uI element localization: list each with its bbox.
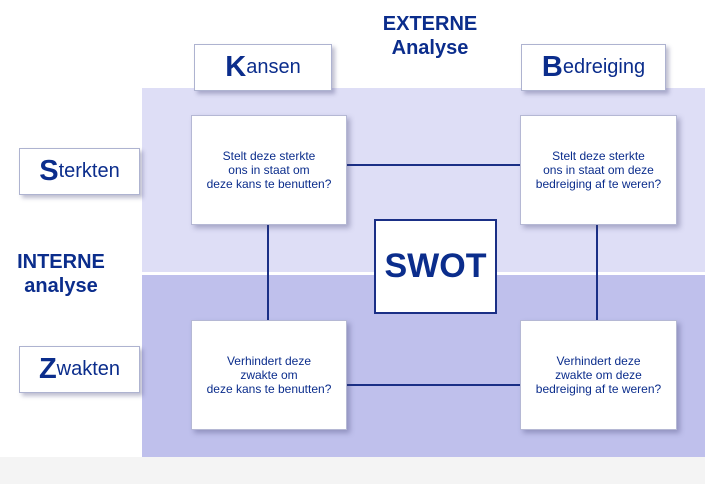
quadrant-sterkten-bedreiging: Stelt deze sterkte ons in staat om deze … [520, 115, 677, 225]
quadrant-zwakten-kansen: Verhindert deze zwakte om deze kans te b… [191, 320, 347, 430]
bedreiging-rest: edreiging [562, 56, 646, 78]
connector-top [347, 164, 520, 166]
footer-strip [0, 457, 705, 484]
quadrant-line: bedreiging af te weren? [535, 177, 662, 191]
external-heading-line1: EXTERNE [382, 13, 478, 35]
connector-bottom [347, 384, 520, 386]
swot-label: SWOT [384, 247, 487, 285]
connector-right [596, 225, 598, 320]
quadrant-line: Stelt deze sterkte [552, 149, 645, 163]
internal-heading-line2: analyse [24, 275, 98, 297]
quadrant-line: zwakte om [240, 368, 298, 382]
zwakten-rest: wakten [56, 358, 121, 380]
quadrant-line: Verhindert deze [226, 354, 312, 368]
quadrant-line: Verhindert deze [556, 354, 641, 368]
connector-left [267, 225, 269, 320]
sterkten-rest: terkten [58, 160, 120, 182]
sterkten-initial: S [39, 155, 59, 187]
quadrant-line: bedreiging af te weren? [535, 382, 662, 396]
quadrant-sterkten-kansen: Stelt deze sterkte ons in staat om deze … [191, 115, 347, 225]
quadrant-line: ons in staat om deze [543, 163, 654, 177]
quadrant-line: Stelt deze sterkte [222, 149, 316, 163]
internal-analysis-heading: INTERNE analyse [6, 250, 116, 298]
bedreiging-initial: B [541, 51, 563, 83]
quadrant-line: deze kans te benutten? [206, 177, 332, 191]
swot-center-box: SWOT [374, 219, 497, 314]
zwakten-initial: Z [38, 353, 57, 385]
quadrant-line: deze kans te benutten? [206, 382, 332, 396]
external-analysis-heading: EXTERNE Analyse [350, 12, 510, 60]
kansen-rest: ansen [246, 56, 301, 78]
quadrant-line: zwakte om deze [555, 368, 642, 382]
quadrant-zwakten-bedreiging: Verhindert deze zwakte om deze bedreigin… [520, 320, 677, 430]
internal-heading-line1: INTERNE [17, 251, 105, 273]
kansen-initial: K [225, 51, 247, 83]
quadrant-line: ons in staat om [228, 163, 310, 177]
external-heading-line2: Analyse [391, 37, 469, 59]
